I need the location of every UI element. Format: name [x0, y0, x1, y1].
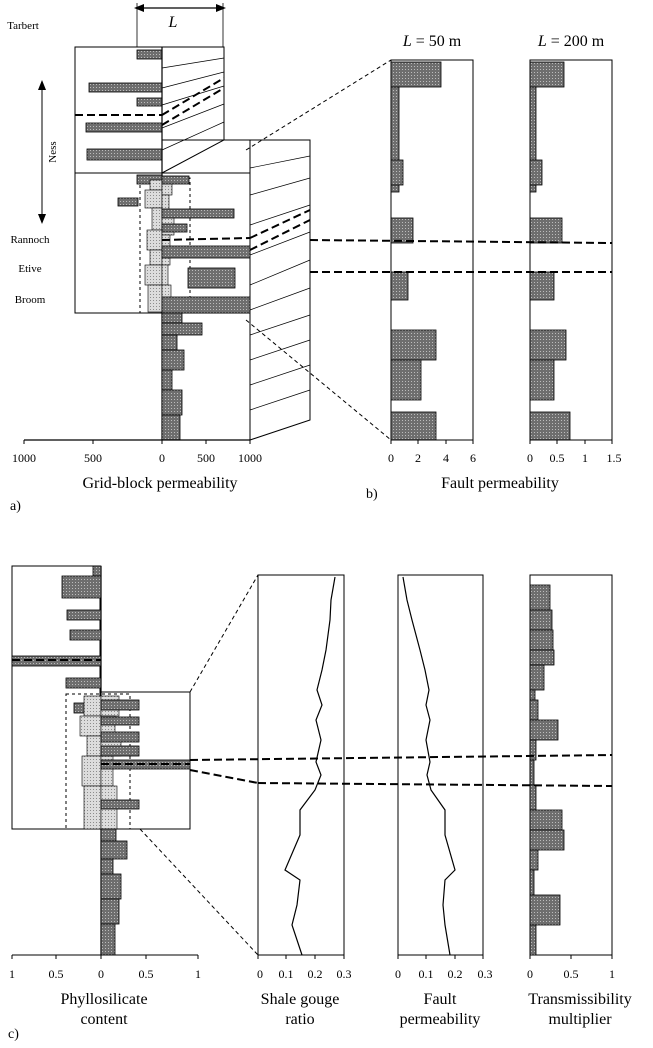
tm-tick-label: 0.5 — [564, 967, 579, 981]
phyllo-tick-label: 1 — [9, 967, 15, 981]
tm-tick-label: 0 — [527, 967, 533, 981]
panel-a-tick-label: 0 — [159, 451, 165, 465]
phyllo-tick-label: 1 — [195, 967, 201, 981]
upper-block-dashes — [75, 77, 225, 126]
panel-a-x-ticks — [23, 440, 251, 444]
phyllo-right-bars — [100, 699, 191, 956]
fault-perm-200m-title: L = 200 m — [537, 33, 605, 50]
panel-c-tick-labels: 1 0.5 0 0.5 1 0 0.1 0.2 0.3 0 0.1 0.2 0.… — [9, 967, 615, 981]
sgr-tick-label: 0 — [257, 967, 263, 981]
phyllo-tick-label: 0.5 — [49, 967, 64, 981]
panel-a-tick-label: 1000 — [12, 451, 36, 465]
panel-a-tick-label: 500 — [197, 451, 215, 465]
fault-perm-c-tick-label: 0.2 — [448, 967, 463, 981]
panel-b-tick-label: 0.5 — [550, 451, 565, 465]
panel-b-dashes — [309, 239, 613, 273]
panel-b-axes — [390, 439, 613, 444]
upper-block-bars — [85, 49, 163, 161]
tm-label-line2: multiplier — [548, 1011, 612, 1028]
panel-b-tick-label: 6 — [470, 451, 476, 465]
length-arrow-head-right — [216, 4, 226, 12]
panel-b — [245, 59, 613, 444]
tm-bars — [529, 584, 565, 956]
panel-b-connectors — [245, 59, 392, 441]
bottom-bars — [161, 312, 203, 441]
fault-perm-c-tick-label: 0.1 — [419, 967, 434, 981]
phyllo-label-line2: content — [80, 1011, 128, 1028]
panel-c — [11, 565, 613, 959]
upper-block-layer-lines — [161, 57, 225, 151]
formation-etive: Etive — [18, 263, 41, 275]
fault-perm-c-tick-label: 0.3 — [478, 967, 493, 981]
fault-perm-c-profile — [402, 576, 456, 956]
length-arrow-head-left — [134, 4, 144, 12]
panel-a-tick-labels: 1000 500 0 500 1000 — [12, 451, 262, 465]
phyllo-dashes — [12, 659, 190, 765]
fault-perm-c-frame — [397, 574, 484, 956]
tm-label-line1: Transmissibility — [528, 991, 631, 1008]
fault-perm-c-tick-label: 0 — [395, 967, 401, 981]
lower-block-side — [249, 139, 311, 441]
phyllo-tick-label: 0.5 — [139, 967, 154, 981]
panel-a-tick-label: 1000 — [238, 451, 262, 465]
sgr-label-line1: Shale gouge — [261, 991, 340, 1008]
panel-b-tick-label: 2 — [415, 451, 421, 465]
fault-perm-50m-bars — [390, 61, 442, 441]
panel-b-xlabel: Fault permeability — [441, 475, 559, 492]
panel-a — [23, 3, 311, 444]
lower-block-dashes — [161, 209, 311, 251]
formation-broom: Broom — [15, 294, 46, 306]
sgr-tick-label: 0.2 — [308, 967, 323, 981]
upper-block-side — [161, 46, 225, 174]
phyllo-upper-bars — [11, 565, 102, 714]
sgr-tick-label: 0.1 — [279, 967, 294, 981]
panel-c-dashes — [189, 754, 613, 787]
sgr-label-line2: ratio — [285, 1011, 314, 1028]
phyllo-tick-label: 0 — [98, 967, 104, 981]
panel-b-tick-label: 0 — [527, 451, 533, 465]
fault-perm-50m-title: L = 50 m — [402, 33, 462, 50]
panel-a-tick-label: 500 — [84, 451, 102, 465]
panel-c-connectors — [139, 574, 259, 956]
panel-b-tick-labels: 0 2 4 6 0 0.5 1 1.5 — [388, 451, 622, 465]
panel-b-label: b) — [366, 487, 378, 502]
fault-perm-c-label-line1: Fault — [424, 991, 457, 1008]
phyllo-label-line1: Phyllosilicate — [60, 991, 147, 1008]
panel-b-tick-label: 1.5 — [607, 451, 622, 465]
lower-right-bars — [161, 175, 251, 314]
panel-a-xlabel: Grid-block permeability — [82, 475, 237, 492]
panel-c-axes — [11, 954, 613, 959]
sgr-frame — [257, 574, 345, 956]
formation-tarbert: Tarbert — [7, 20, 39, 32]
panel-b-tick-label: 4 — [443, 451, 449, 465]
panel-a-label: a) — [10, 499, 21, 514]
formation-ness: Ness — [47, 141, 59, 162]
fault-perm-c-label-line2: permeability — [400, 1011, 481, 1028]
sgr-profile — [284, 576, 336, 956]
fault-perm-200m-bars — [529, 61, 571, 441]
panel-b-tick-label: 0 — [388, 451, 394, 465]
lower-block-layer-lines — [249, 155, 311, 411]
panel-b-tick-label: 1 — [582, 451, 588, 465]
formation-rannoch: Rannoch — [10, 234, 50, 246]
panel-c-label: c) — [8, 1027, 19, 1042]
tm-tick-label: 1 — [609, 967, 615, 981]
length-label: L — [168, 14, 178, 31]
sgr-tick-label: 0.3 — [337, 967, 352, 981]
